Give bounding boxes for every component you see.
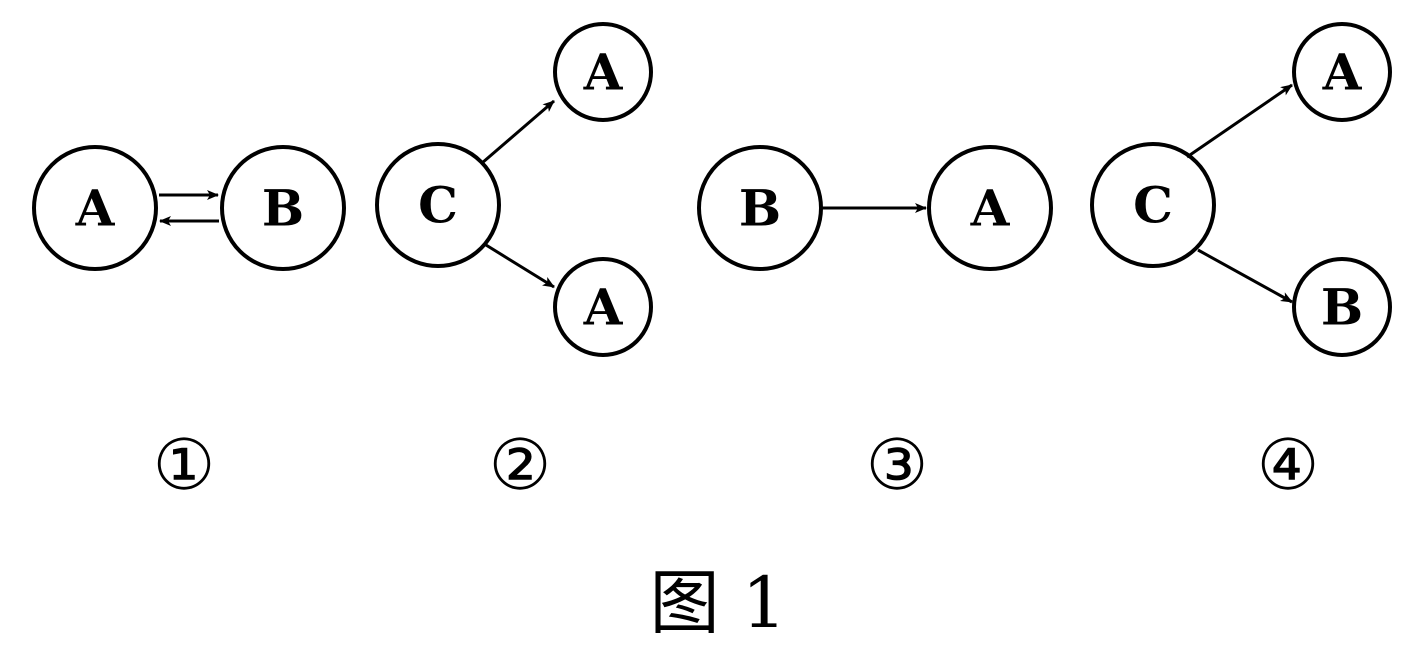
node-label: A — [1322, 43, 1363, 102]
edge-c-to-a-arrow — [485, 243, 555, 289]
node-label: A — [970, 179, 1011, 238]
node-b — [697, 145, 823, 271]
panel-1: A B ① — [32, 145, 346, 506]
node-a — [927, 145, 1053, 271]
node-a — [553, 257, 653, 357]
node-label: A — [75, 179, 116, 238]
panel-number: ② — [489, 424, 552, 506]
node-label: A — [583, 278, 624, 337]
panel-2: C A A ② — [375, 22, 653, 506]
node-a — [553, 22, 653, 122]
panel-number: ③ — [866, 424, 929, 506]
node-b — [1292, 257, 1392, 357]
node-a — [1292, 22, 1392, 122]
node-label: A — [583, 43, 624, 102]
panel-number: ④ — [1257, 424, 1320, 506]
node-label: B — [739, 179, 781, 238]
panel-number: ① — [153, 424, 216, 506]
node-c — [1090, 142, 1216, 268]
figure-caption: 图 1 — [650, 562, 787, 644]
panel-3: B A ③ — [697, 145, 1053, 506]
edge-c-to-a-arrow — [1186, 83, 1293, 159]
node-label: C — [418, 176, 458, 235]
node-label: B — [262, 179, 304, 238]
edge-c-to-a-arrow — [481, 99, 555, 165]
node-b — [220, 145, 346, 271]
panel-4: C A B ④ — [1090, 22, 1392, 506]
node-label: C — [1133, 176, 1173, 235]
edge-c-to-b-arrow — [1197, 248, 1293, 304]
node-a — [32, 145, 158, 271]
node-label: B — [1321, 278, 1363, 337]
node-c — [375, 142, 501, 268]
